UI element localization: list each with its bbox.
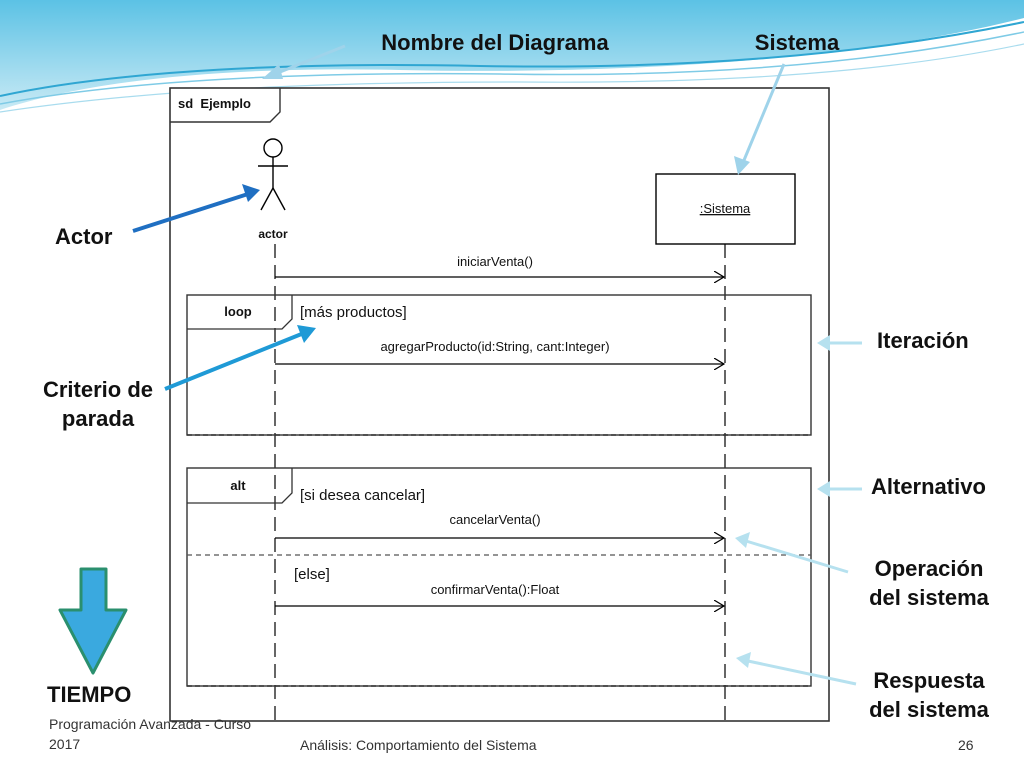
alt-guard: [si desea cancelar] — [300, 487, 425, 504]
callout-arrowhead-respuesta — [736, 652, 751, 668]
footer-topic: Análisis: Comportamiento del Sistema — [300, 737, 537, 753]
callout-arrowhead-operacion — [735, 532, 750, 548]
callout-arrow-sistema — [740, 63, 786, 166]
callout-operacion-line1: Operación — [874, 556, 984, 581]
callout-arrow-nombre — [269, 44, 346, 78]
diagram-frame-tag: sd Ejemplo — [178, 96, 251, 111]
callout-respuesta-line2: del sistema — [869, 696, 989, 722]
else-guard: [else] — [294, 566, 330, 583]
system-lifeline-box — [655, 173, 796, 245]
loop-fragment-tag-box — [187, 295, 293, 330]
system-lifeline-label: :Sistema — [700, 201, 751, 216]
callout-iteracion: Iteración — [877, 328, 969, 353]
footer-page-number: 26 — [958, 737, 974, 753]
loop-fragment-tag: loop — [224, 304, 251, 319]
alt-fragment-tag: alt — [230, 478, 246, 493]
footer-course-line2: 2017 — [49, 736, 81, 753]
footer-course: Programación Avanzada - Curso 2017 — [49, 714, 289, 755]
callout-actor: Actor — [55, 224, 113, 249]
loop-guard: [más productos] — [300, 304, 407, 321]
callout-criterio: Criterio de parada — [20, 376, 176, 433]
header-wave-decoration — [0, 0, 1024, 113]
callout-nombre-diagrama: Nombre del Diagrama — [381, 30, 609, 55]
message-confirmar-label: confirmarVenta():Float — [431, 582, 560, 597]
callout-arrow-criterio — [164, 331, 305, 391]
callout-arrowhead-sistema — [734, 156, 750, 175]
callout-sistema: Sistema — [754, 30, 840, 55]
message-iniciar-label: iniciarVenta() — [457, 254, 533, 269]
alt-fragment-tag-box — [187, 468, 293, 504]
callout-respuesta-line1: Respuesta — [873, 668, 985, 693]
message-cancelar-label: cancelarVenta() — [449, 512, 540, 527]
callout-arrowhead-criterio — [297, 325, 316, 343]
callout-criterio-line1: Criterio de — [42, 377, 154, 402]
callout-alternativo: Alternativo — [871, 474, 986, 499]
actor-lifeline-label: actor — [258, 227, 288, 241]
callout-criterio-line2: parada — [61, 405, 135, 431]
actor-figure-icon — [258, 138, 288, 211]
time-down-arrow-icon — [58, 567, 128, 675]
callout-arrowhead-iteracion — [817, 335, 830, 351]
callout-arrowhead-nombre — [262, 64, 283, 79]
callout-operacion: Operación del sistema — [850, 555, 1008, 612]
callout-arrows — [132, 44, 862, 686]
callout-arrowhead-actor — [242, 184, 260, 202]
callout-respuesta: Respuesta del sistema — [850, 667, 1008, 724]
diagram-frame-tag-box — [170, 88, 281, 123]
callout-operacion-line2: del sistema — [869, 584, 989, 610]
callout-arrow-actor — [132, 192, 249, 233]
callout-arrow-operacion — [745, 539, 849, 574]
callout-arrowhead-alternativo — [817, 481, 830, 497]
message-agregar-label: agregarProducto(id:String, cant:Integer) — [380, 339, 609, 354]
callout-tiempo: TIEMPO — [47, 682, 132, 707]
footer-course-line1: Programación Avanzada - Curso — [49, 716, 252, 732]
callout-arrow-respuesta — [747, 659, 857, 686]
